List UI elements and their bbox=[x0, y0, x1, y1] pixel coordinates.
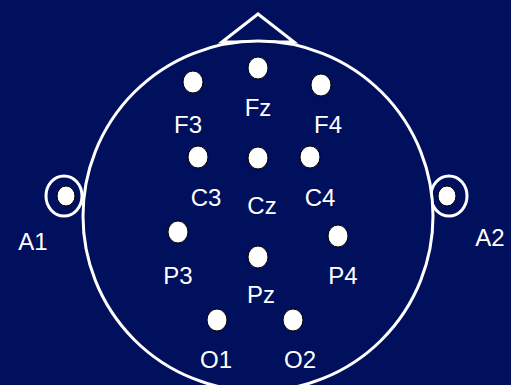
electrode-dot bbox=[300, 146, 320, 168]
electrode-dot bbox=[207, 309, 227, 331]
electrode-label: C4 bbox=[305, 186, 336, 210]
electrode-label: A1 bbox=[18, 230, 47, 254]
electrode-dot bbox=[57, 186, 75, 206]
electrode-label: A2 bbox=[475, 226, 504, 250]
electrode-dot bbox=[168, 221, 188, 243]
electrode-dot bbox=[283, 309, 303, 331]
electrode-label: Pz bbox=[247, 283, 275, 307]
electrode-dot bbox=[183, 71, 203, 93]
electrode-label: O2 bbox=[284, 348, 316, 372]
left-ear bbox=[46, 176, 82, 216]
electrode-dots bbox=[57, 57, 456, 331]
electrode-label: Cz bbox=[247, 194, 276, 218]
electrode-label: P4 bbox=[328, 264, 357, 288]
head-outline bbox=[83, 41, 433, 385]
electrode-label: P3 bbox=[163, 264, 192, 288]
electrode-dot bbox=[188, 146, 208, 168]
nose-outline bbox=[222, 14, 294, 42]
electrode-label: O1 bbox=[200, 348, 232, 372]
electrode-dot bbox=[311, 74, 331, 96]
electrode-label: F4 bbox=[314, 113, 342, 137]
electrode-dot bbox=[248, 147, 268, 169]
right-ear bbox=[431, 176, 467, 216]
electrode-label: Fz bbox=[245, 96, 272, 120]
electrode-dot bbox=[248, 57, 268, 79]
electrode-dot bbox=[248, 246, 268, 268]
electrode-label: F3 bbox=[174, 113, 202, 137]
electrode-dot bbox=[438, 186, 456, 206]
electrode-label: C3 bbox=[191, 186, 222, 210]
electrode-dot bbox=[328, 225, 348, 247]
